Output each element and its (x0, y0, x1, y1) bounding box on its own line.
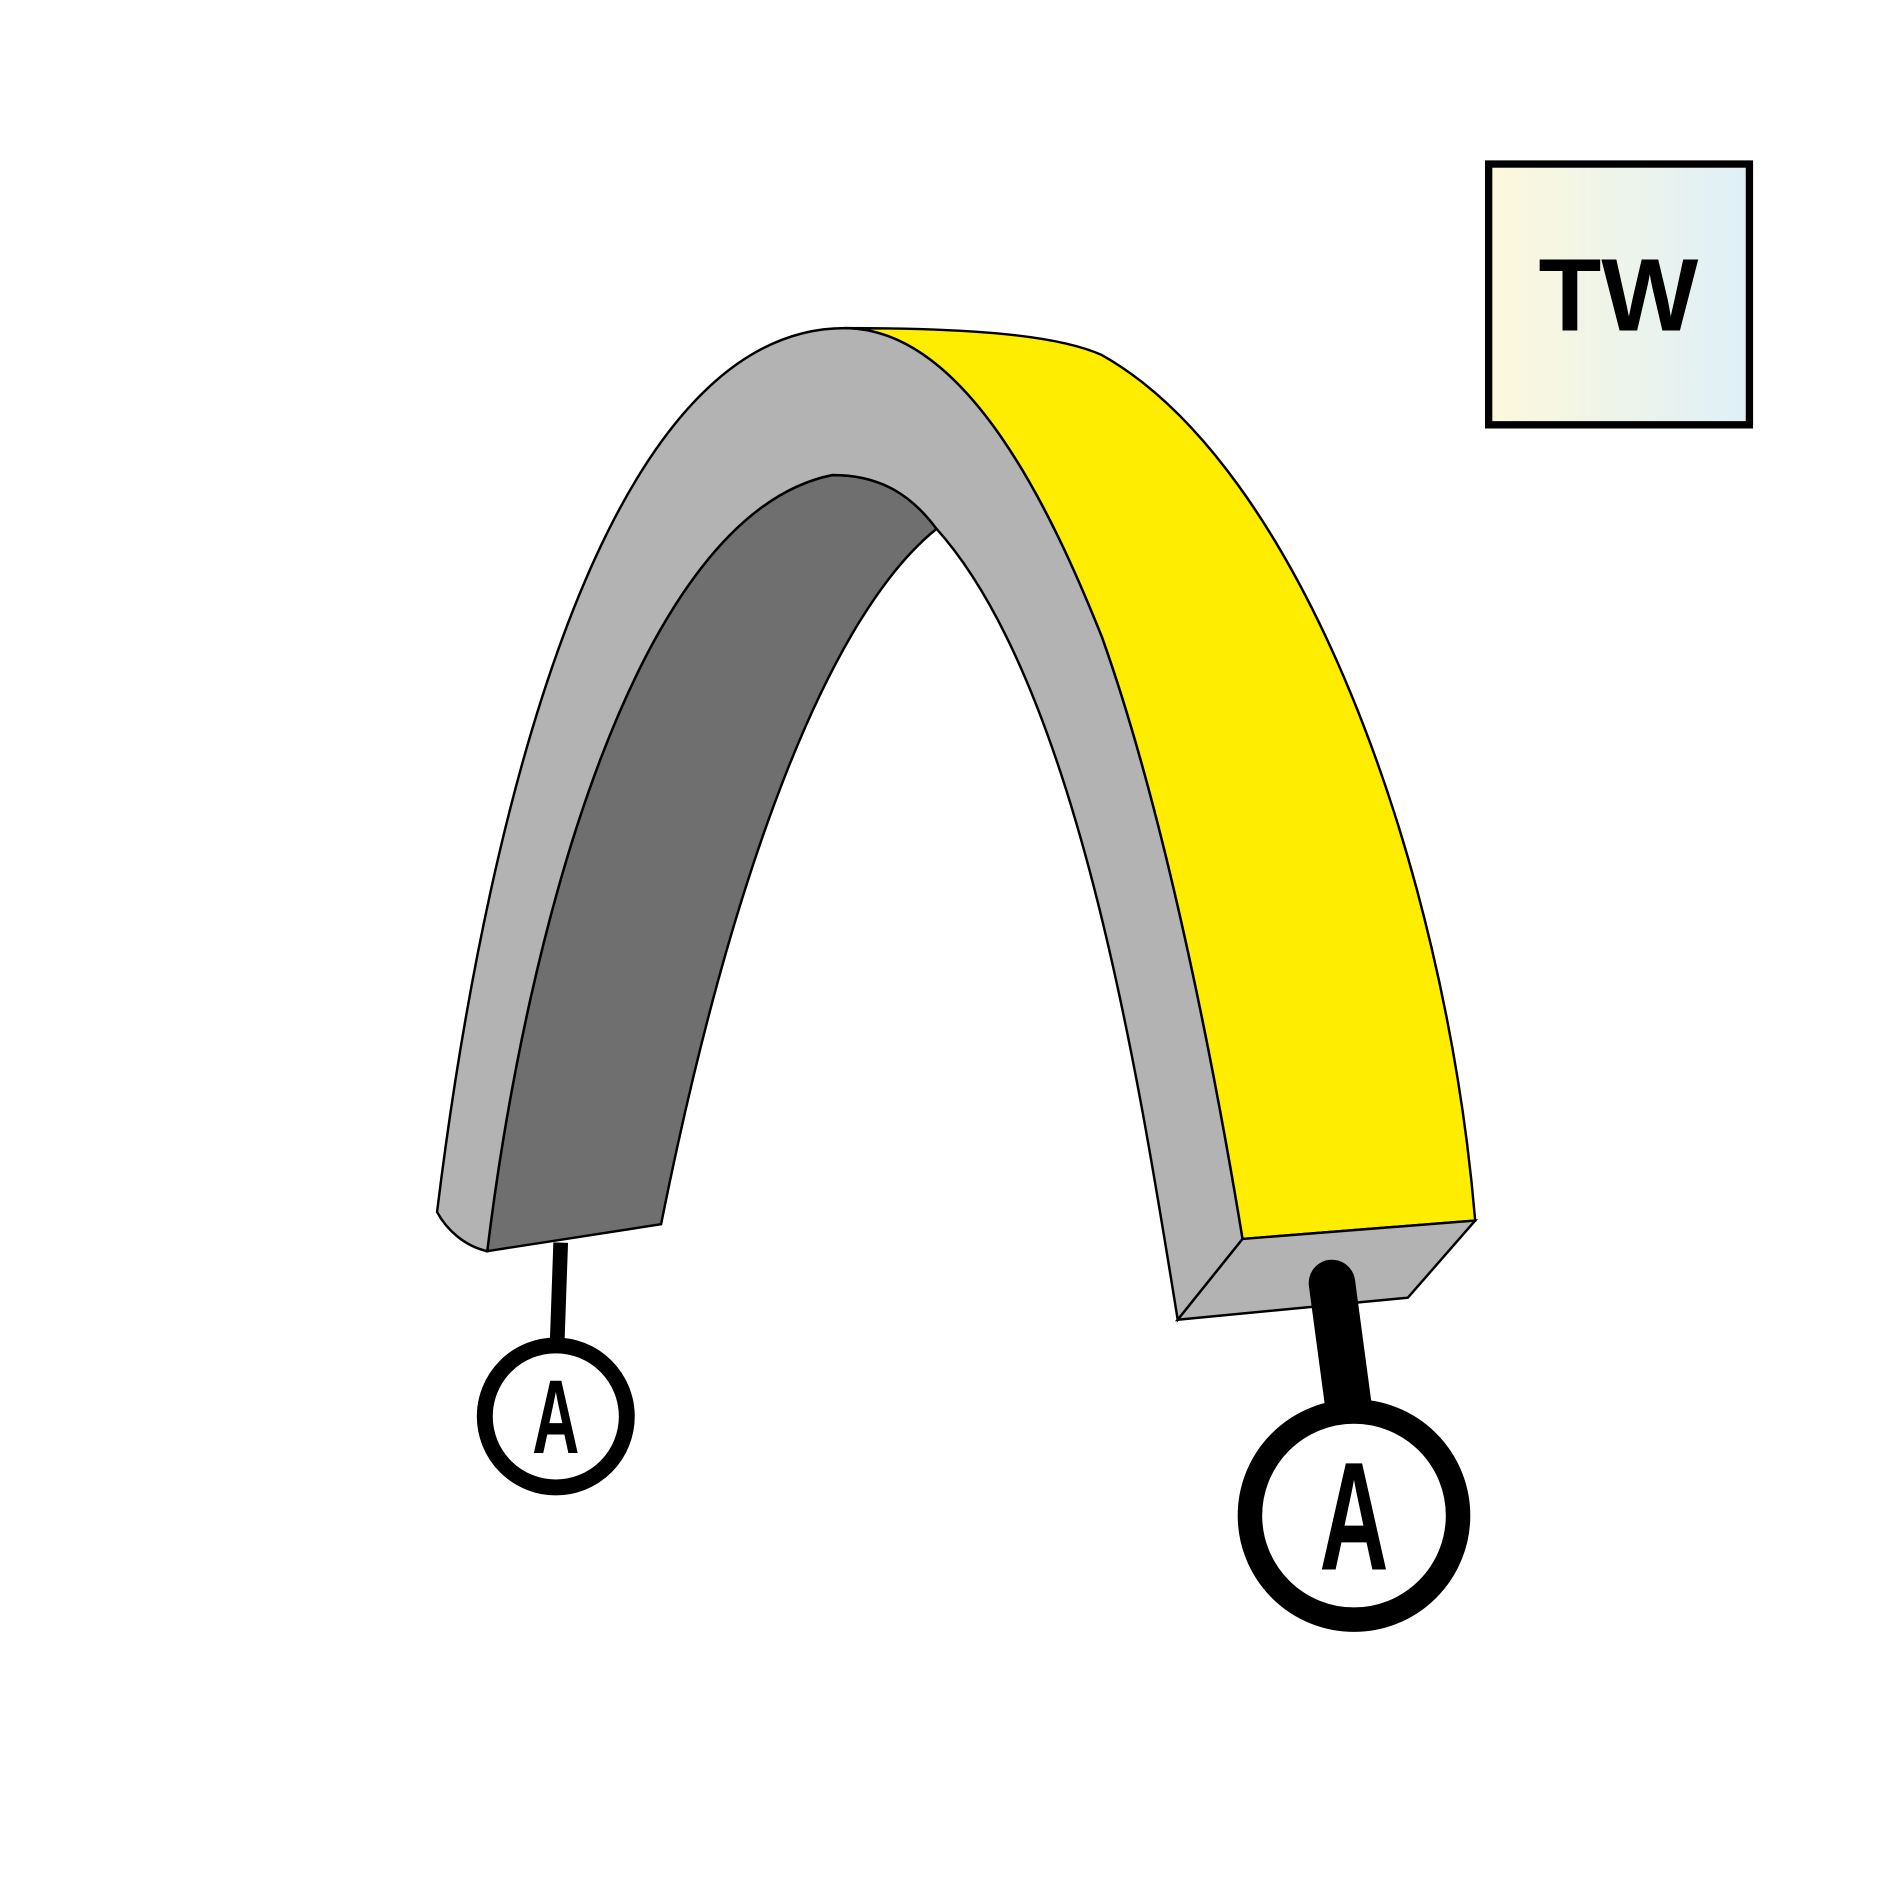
left-leader-line (549, 1242, 569, 1347)
right-marker-label: A (1319, 1431, 1388, 1603)
left-marker-circle (476, 1337, 635, 1496)
right-marker-circle (1237, 1399, 1471, 1632)
tw-badge: TW (1484, 160, 1754, 429)
right-leader-cable (1308, 1259, 1374, 1444)
left-marker-label: A (532, 1358, 579, 1476)
tw-badge-label: TW (1538, 238, 1698, 353)
